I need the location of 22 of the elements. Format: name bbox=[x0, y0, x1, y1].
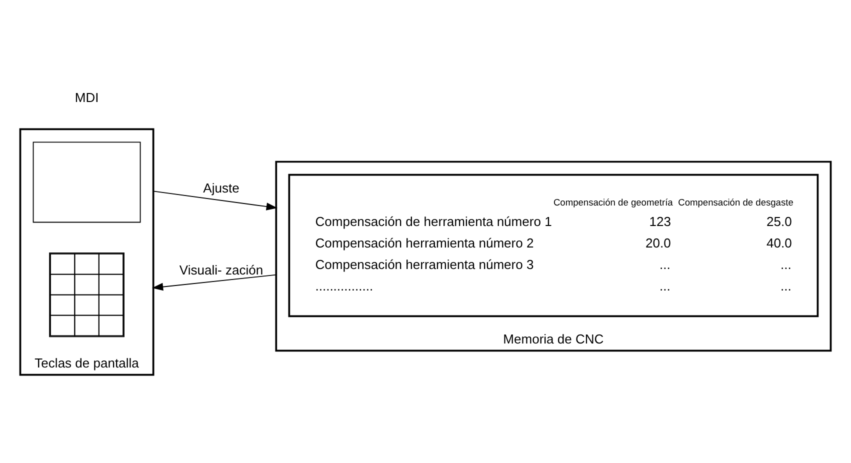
edge-label: Visuali- zación bbox=[179, 262, 264, 278]
label: Compensación herramienta número 2 bbox=[315, 235, 534, 250]
label: ... bbox=[780, 256, 792, 272]
label: ... bbox=[780, 278, 792, 293]
node-box bbox=[288, 173, 819, 317]
label: 123 bbox=[649, 214, 672, 229]
label: 40.0 bbox=[766, 235, 792, 250]
label: Compensación de herramienta número 1 bbox=[315, 214, 552, 229]
label: Compensación herramienta número 3 bbox=[315, 256, 534, 272]
arrow bbox=[152, 274, 277, 290]
arrow bbox=[152, 190, 278, 210]
label: 20.0 bbox=[646, 235, 671, 250]
label: ... bbox=[660, 278, 670, 293]
label: Compensación de desgaste bbox=[678, 196, 794, 207]
label: 25.0 bbox=[766, 214, 792, 229]
label: ... bbox=[660, 256, 670, 272]
node-label: MDI bbox=[74, 89, 99, 104]
cluster: Teclas de pantalla bbox=[19, 128, 154, 376]
edge-label: Ajuste bbox=[203, 180, 240, 196]
label: Compensación de geometría bbox=[553, 196, 673, 207]
node-box bbox=[32, 141, 141, 222]
label: ................ bbox=[315, 278, 374, 293]
